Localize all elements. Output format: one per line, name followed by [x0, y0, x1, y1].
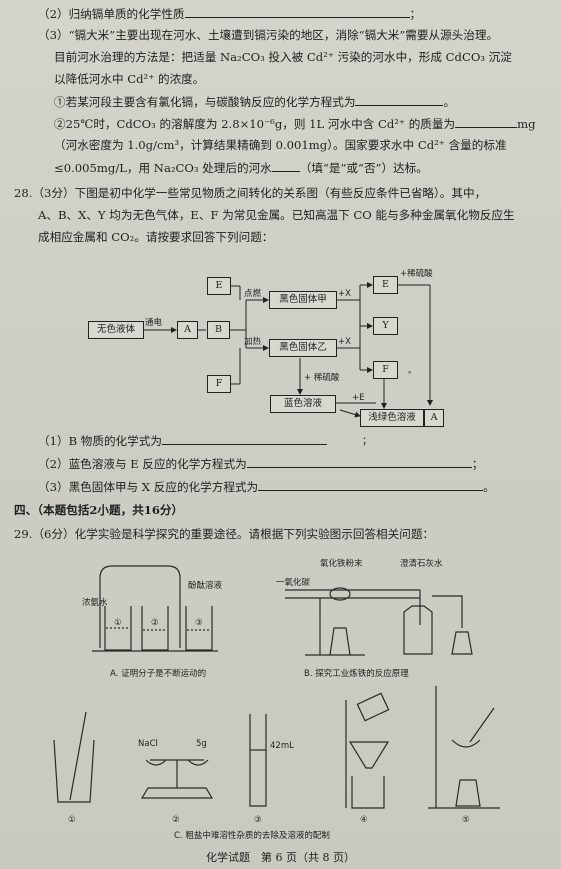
- node-a-bottom: A: [424, 409, 444, 427]
- line-q3-method: 目前河水治理的方法是：把适量 Na₂CO₃ 投入被 Cd²⁺ 污染的河水中，形成…: [54, 50, 512, 64]
- section-4-heading: 四、（本题包括2小题，共16分）: [14, 503, 184, 517]
- figure-b-apparatus: [285, 587, 473, 656]
- label-42ml: 42mL: [270, 741, 294, 751]
- caption-figure-a: A. 证明分子是不断运动的: [110, 668, 206, 679]
- node-f-right: F: [373, 361, 398, 379]
- caption-figure-b: B. 探究工业炼铁的反应原理: [304, 668, 409, 679]
- left-pan: [145, 759, 167, 766]
- page-footer: 化学试题 第 6 页（共 8 页）: [206, 851, 355, 864]
- caption-figure-c: C. 粗盐中难溶性杂质的去除及溶液的配制: [174, 830, 330, 841]
- node-a: A: [177, 321, 198, 339]
- answer-blank: [271, 160, 300, 172]
- label-iron-oxide: 氧化铁粉末: [320, 558, 363, 569]
- receiving-beaker: [351, 776, 385, 809]
- node-e-right: E: [373, 276, 398, 294]
- beaker-1-shape: [104, 606, 132, 651]
- node-colorless-liquid: 无色液体: [88, 321, 144, 339]
- label-a-ring2: ②: [151, 618, 159, 628]
- funnel: [348, 741, 390, 769]
- node-blue-solution: 蓝色溶液: [270, 395, 336, 413]
- line-q3-intro: （3）“镉大米”主要出现在河水、土壤遭到镉污染的地区，消除“镉大米”需要从源头治…: [38, 28, 499, 42]
- label-a-ring1: ①: [114, 618, 122, 628]
- node-light-green-solution: 浅绿色溶液: [360, 409, 424, 427]
- node-e-top: E: [207, 277, 231, 295]
- answer-blank: [455, 116, 518, 128]
- label-semicolon: ；: [362, 436, 372, 447]
- label-plus-e: +E: [352, 393, 365, 403]
- node-f-left: F: [207, 375, 231, 393]
- label-conc-ammonia: 浓氨水: [82, 597, 108, 608]
- label-dot: 。: [408, 366, 417, 376]
- label-jiare: 加热: [244, 336, 262, 347]
- pouring-beaker: [356, 692, 390, 722]
- label-limewater: 澄清石灰水: [400, 558, 443, 569]
- iron-oxide-bulb: [329, 587, 351, 601]
- label-carbon-monoxide: 一氧化碳: [276, 577, 311, 588]
- burner: [329, 627, 351, 656]
- label-c3: ③: [254, 815, 262, 825]
- evaporating-dish: [451, 739, 481, 748]
- glass-rod: [69, 711, 87, 801]
- figure-c-apparatus: [53, 686, 500, 809]
- limewater-bottle: [403, 605, 433, 655]
- label-c5: ⑤: [462, 815, 470, 825]
- question-28-line3: 成相应金属和 CO₂。请按要求回答下列问题：: [38, 230, 274, 244]
- question-28-line1: 28.（3分）下图是初中化学一些常见物质之间转化的关系图（有些反应条件已省略）。…: [14, 186, 487, 200]
- label-plus-x1: +X: [338, 289, 351, 299]
- label-plus-x2: +X: [338, 337, 351, 347]
- label-c1: ①: [68, 815, 76, 825]
- alcohol-lamp: [451, 631, 473, 655]
- figure-a-apparatus: [92, 565, 218, 652]
- graduated-cylinder: [249, 714, 267, 807]
- label-nacl: NaCl: [138, 739, 158, 749]
- answer-blank: [246, 456, 472, 468]
- question-29: 29.（6分）化学实验是科学探究的重要途径。请根据下列实验图示回答相关问题：: [14, 527, 435, 541]
- line-q3-purpose: 以降低河水中 Cd²⁺ 的浓度。: [54, 72, 205, 86]
- exhaust-tube: [432, 595, 463, 628]
- answer-blank: [161, 433, 327, 445]
- label-5g: 5g: [196, 739, 207, 749]
- right-pan: [187, 759, 209, 766]
- answer-blank: [355, 94, 444, 106]
- label-phenolphthalein: 酚酞溶液: [188, 580, 223, 591]
- q28-sub1: （1）B 物质的化学式为: [38, 433, 327, 448]
- node-y: Y: [373, 317, 398, 335]
- label-c2: ②: [172, 815, 180, 825]
- label-tongdian: 通电: [145, 317, 163, 328]
- balance-base: [140, 787, 214, 799]
- node-b: B: [207, 321, 230, 339]
- line-q3-sub1: ①若某河段主要含有氯化镉，与碳酸钠反应的化学方程式为。: [54, 94, 456, 109]
- question-28-line2: A、B、X、Y 均为无色气体，E、F 为常见金属。已知高温下 CO 能与多种金属…: [38, 208, 515, 222]
- label-dianran: 点燃: [244, 288, 262, 299]
- label-c4: ④: [360, 815, 368, 825]
- stirring-rod: [469, 707, 495, 743]
- q28-sub3: （3）黑色固体甲与 X 反应的化学方程式为。: [38, 479, 495, 494]
- beaker-c1: [53, 739, 95, 803]
- beaker-2-shape: [141, 606, 169, 651]
- q28-sub2: （2）蓝色溶液与 E 反应的化学方程式为；: [38, 456, 484, 471]
- lamp-c5: [455, 779, 481, 807]
- bell-jar-shape: [99, 565, 181, 648]
- beaker-3-shape: [185, 606, 213, 651]
- node-black-solid-yi: 黑色固体乙: [269, 339, 337, 357]
- line-q3-standard: ≤0.005mg/L，用 Na₂CO₃ 处理后的河水（填“是”或“否”）达标。: [54, 160, 428, 175]
- answer-blank: [258, 479, 484, 491]
- label-xiliusuan1: +稀硫酸: [400, 268, 433, 279]
- label-a-ring3: ③: [195, 618, 203, 628]
- node-black-solid-jia: 黑色固体甲: [269, 291, 337, 309]
- line-cadmium-properties: （2）归纳镉单质的化学性质；: [38, 6, 422, 21]
- label-xiliusuan2: + 稀硫酸: [304, 372, 340, 383]
- answer-blank: [184, 6, 410, 18]
- line-q3-sub2: ②25℃时，CdCO₃ 的溶解度为 2.8×10⁻⁶g，则 1L 河水中含 Cd…: [54, 116, 536, 131]
- line-q3-density: （河水密度为 1.0g/cm³，计算结果精确到 0.001mg）。国家要求水中 …: [54, 138, 507, 152]
